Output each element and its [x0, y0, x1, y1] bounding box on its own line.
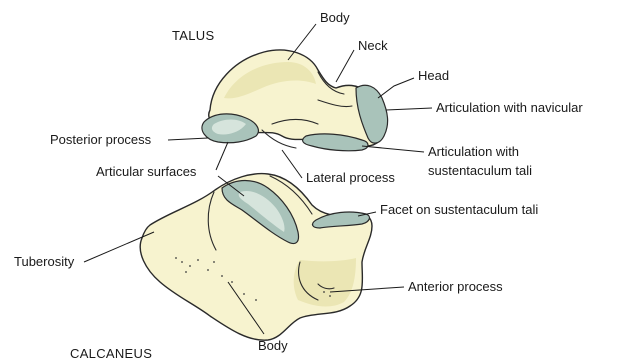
leader-sustentaculum: [362, 146, 424, 152]
label-lateral-process: Lateral process: [306, 170, 395, 185]
label-articular-surfaces: Articular surfaces: [96, 164, 197, 179]
calcaneus-bone: [140, 174, 372, 341]
label-articulation-sustentaculum-1: Articulation with: [428, 144, 519, 159]
leader-head: [378, 78, 414, 98]
label-tuberosity: Tuberosity: [14, 254, 75, 269]
talus-title: TALUS: [172, 28, 214, 43]
label-anterior-process: Anterior process: [408, 279, 503, 294]
leader-lateral-process: [282, 150, 302, 178]
leader-articular-surfaces-1: [216, 142, 228, 170]
label-talus-body: Body: [320, 10, 350, 25]
label-neck: Neck: [358, 38, 388, 53]
label-head: Head: [418, 68, 449, 83]
label-calcaneus-body: Body: [258, 338, 288, 353]
leader-navicular: [386, 108, 432, 110]
label-articulation-navicular: Articulation with navicular: [436, 100, 583, 115]
calcaneus-title: CALCANEUS: [70, 346, 152, 361]
label-articulation-sustentaculum-2: sustentaculum tali: [428, 163, 532, 178]
label-posterior-process: Posterior process: [50, 132, 152, 147]
label-facet-sustentaculum: Facet on sustentaculum tali: [380, 202, 538, 217]
talus-bone: [202, 50, 388, 151]
leader-neck: [336, 50, 354, 82]
leader-posterior-process: [168, 138, 208, 140]
